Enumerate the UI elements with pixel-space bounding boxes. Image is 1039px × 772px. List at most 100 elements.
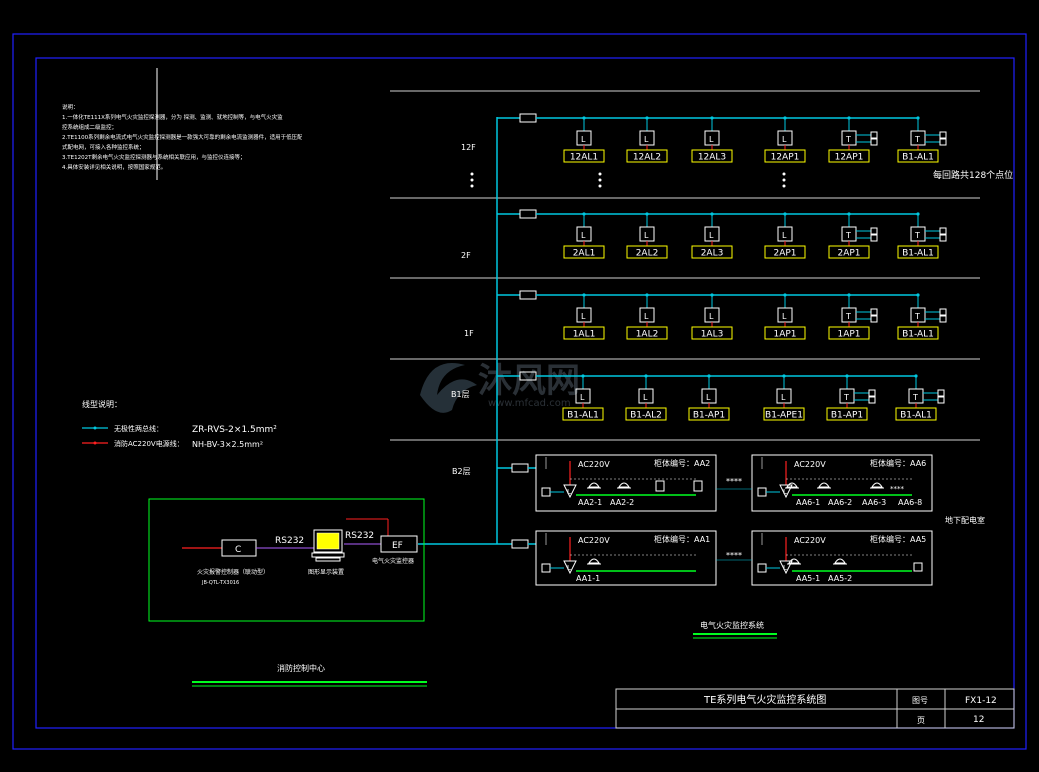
detector-letter: L [782,312,787,321]
cabinet-number: 柜体编号：AA2 [654,458,710,468]
circuit-box-label: 1AP1 [773,330,796,340]
floor-module [519,290,537,300]
watermark-url: www.mfcad.com [488,398,571,409]
notes-block: 说明： 1.一体化TE111X系列电气火灾监控探测器，分为 探测、监测、就地控制… [62,103,302,173]
cabinet-frame [535,530,717,586]
circuit-box [626,149,668,163]
legend: 线型说明： 无极性两总线： ZR-RVS-2×1.5mm² 消防AC220V电源… [82,399,277,449]
meter-icon [655,480,665,492]
rs232-b: RS232 [345,531,374,541]
control-center-label: 消防控制中心 [277,663,325,673]
b2-module-1 [511,463,529,473]
cabinet-output-label: AA6-2 [828,498,852,507]
circuit-box-label: B1-AL1 [902,330,934,340]
circuit-box-label: 2AL1 [573,249,596,259]
circuit-box [562,407,604,421]
circuit-box-label: B1-AP1 [693,411,725,421]
circuit-box-label: B1-AL1 [567,411,599,421]
between-stars-top: **** [726,477,742,486]
substation-label: 地下配电室 [945,515,985,525]
circuit-box [691,245,733,259]
notes-line: 2.TE1100系列剩余电流式电气火灾监控探测器是一款强大可靠的剩余电流监测器件… [62,135,302,141]
dev1-model: JB-QTL-TX3016 [201,580,239,586]
circuit-box-label: B1-AL1 [902,153,934,163]
breaker-letter: L [783,564,787,572]
rs232-a: RS232 [275,536,304,546]
circuit-box [688,407,730,421]
floor-separators [390,90,980,441]
detector-letter: T [914,135,920,144]
circuit-box-label: 2AL3 [701,249,724,259]
lamp-icon [786,482,798,488]
circuit-box [828,149,870,163]
detector-letter: L [709,135,714,144]
detector-letter: L [644,231,649,240]
floor-label: 1F [464,329,474,338]
detector-letter: L [580,393,585,402]
lamp-icon [618,482,630,488]
watermark: 沐风网 www.mfcad.com [420,361,580,413]
temp-sensor-icon [870,308,878,316]
meter-icon [693,480,703,492]
circuit-box [826,407,868,421]
lamp-icon [871,482,883,488]
page-number: 12 [973,715,984,725]
circuit-box [897,245,939,259]
legend-row2-spec: NH-BV-3×2.5mm² [192,440,263,449]
lamp-icon [588,482,600,488]
circuit-box-label: B1-APE1 [765,411,803,421]
breaker-letter: L [783,488,787,496]
floor-note: 每回路共128个点位 [933,169,1013,181]
lamp-icon [588,558,600,564]
cabinet-ac-label: AC220V [578,460,610,469]
circuit-box-label: B1-AL1 [900,411,932,421]
cabinet-sensor-icon [541,563,551,573]
circuit-box-label: 12AP1 [771,153,800,163]
system-label: 电气火灾监控系统 [700,620,764,630]
watermark-cn: 沐风网 [478,361,580,401]
notes-line: 式配电网，可接入各种监控系统； [62,145,145,151]
detector-letter: L [581,231,586,240]
circuit-box [563,326,605,340]
circuit-box [764,245,806,259]
breaker-icon [779,484,793,499]
breaker-icon [779,560,793,575]
monitor-icon [311,529,345,562]
cabinet-output-label: AA6-1 [796,498,820,507]
floor-label: 2F [461,251,471,260]
dev2-label: 图形显示装置 [308,568,344,576]
dev1-label: 火灾报警控制器（联动型） [197,568,269,576]
circuit-box [626,326,668,340]
cabinet-output-label: AA2-2 [610,498,634,507]
notes-line: 3.TE1202T剩余电气火灾监控探测器与系统相关联应用，与监控仪连接等； [62,155,246,161]
circuit-box-label: 2AL2 [636,249,659,259]
legend-bus-node [93,426,97,430]
title-block: TE系列电气火灾监控系统图 图号 FX1-12 页 12 [615,688,1015,729]
detector-letter: T [845,135,851,144]
drawing-no: FX1-12 [965,696,997,706]
floor-module [519,209,537,219]
control-center: C RS232 RS232 EF 火灾报警控制器（联动型） JB-QTL-TX3… [148,498,425,622]
floor-module [519,113,537,123]
cabinet-output-label: AA2-1 [578,498,602,507]
lamp-icon [818,482,830,488]
legend-row1-label: 无极性两总线： [114,424,163,433]
drawing-title: TE系列电气火灾监控系统图 [703,693,826,706]
cabinet-ac-label: AC220V [794,536,826,545]
detector-letter: T [914,312,920,321]
temp-sensor-icon [868,389,876,397]
notes-line: 1.一体化TE111X系列电气火灾监控探测器，分为 探测、监测、就地控制等，与电… [62,115,283,121]
circuit-box-label: 1AL1 [573,330,596,340]
circuit-box [897,326,939,340]
circuit-box-label: 1AL3 [701,330,724,340]
circuit-box-label: 12AP1 [835,153,864,163]
b2-module-2 [511,539,529,549]
meter-icon [913,562,923,572]
cabinet-sensor-icon [757,487,767,497]
cabinet-number: 柜体编号：AA6 [870,458,926,468]
detector-letter: T [845,312,851,321]
